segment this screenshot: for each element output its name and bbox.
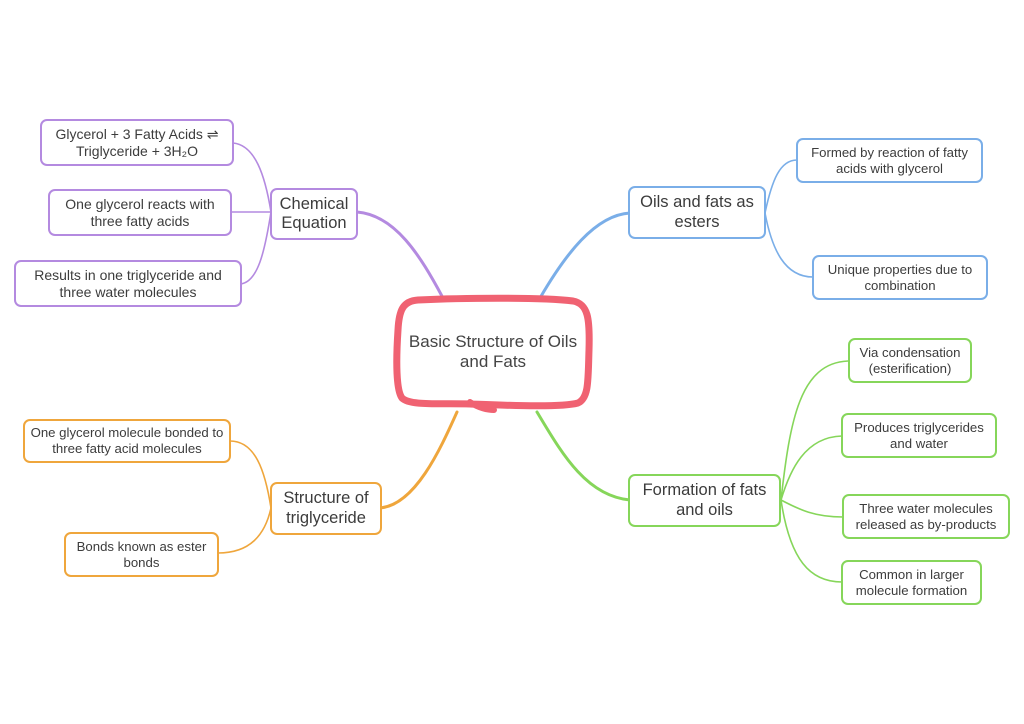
link-formation-leaf-2 — [780, 435, 843, 501]
link-chemical-leaf-1 — [232, 142, 272, 213]
center-hand-drawn-tail — [467, 399, 497, 413]
leaf-line2: (esterification) — [868, 360, 952, 376]
leaf-line2: molecule formation — [855, 582, 968, 598]
leaf-line1: Via condensation — [859, 344, 961, 360]
link-esters-leaf-1 — [764, 159, 798, 214]
branch-formation-of-fats-and-oils[interactable]: Formation of fats and oils — [628, 474, 781, 527]
leaf-line2: bonds — [123, 554, 160, 570]
leaf-line2: three fatty acid molecules — [52, 441, 202, 456]
leaf-line2: three fatty acids — [90, 212, 190, 229]
center-topic[interactable]: Basic Structure of Oils and Fats — [398, 303, 588, 401]
link-formation-leaf-3 — [780, 499, 844, 518]
branch-esters-line2: esters — [674, 212, 720, 231]
leaf-line2: Triglyceride + 3H₂O — [75, 142, 198, 159]
leaf-chemical-equation-glycerol-reacts[interactable]: One glycerol reacts with three fatty aci… — [48, 189, 232, 236]
link-center-structure — [378, 410, 459, 510]
link-center-esters — [538, 211, 632, 300]
link-center-formation — [535, 410, 632, 502]
leaf-structure-glycerol-bonded[interactable]: One glycerol molecule bonded to three fa… — [23, 419, 231, 463]
leaf-esters-unique-properties[interactable]: Unique properties due to combination — [812, 255, 988, 300]
link-center-chemical-equation — [355, 210, 445, 300]
branch-structure-line1: Structure of — [283, 489, 369, 508]
branch-chemical-equation[interactable]: Chemical Equation — [270, 188, 358, 240]
leaf-chemical-equation-formula[interactable]: Glycerol + 3 Fatty Acids ⇌ Triglyceride … — [40, 119, 234, 166]
leaf-line2: released as by-products — [855, 516, 997, 532]
leaf-line1: One glycerol molecule bonded to — [30, 425, 224, 441]
leaf-line1: Common in larger — [859, 566, 964, 582]
branch-oils-and-fats-as-esters[interactable]: Oils and fats as esters — [628, 186, 766, 239]
leaf-line1: Glycerol + 3 Fatty Acids ⇌ — [55, 125, 219, 142]
leaf-chemical-equation-results[interactable]: Results in one triglyceride and three wa… — [14, 260, 242, 307]
leaf-esters-formed-by-reaction[interactable]: Formed by reaction of fatty acids with g… — [796, 138, 983, 183]
leaf-formation-three-water-molecules[interactable]: Three water molecules released as by-pro… — [842, 494, 1010, 539]
branch-esters-line1: Oils and fats as — [640, 193, 754, 212]
leaf-formation-via-condensation[interactable]: Via condensation (esterification) — [848, 338, 972, 383]
link-formation-leaf-1 — [780, 360, 849, 501]
branch-chemical-equation-line1: Chemical — [279, 194, 349, 213]
link-chemical-leaf-3 — [239, 211, 272, 285]
leaf-line1: Formed by reaction of fatty — [811, 144, 968, 160]
leaf-line2: three water molecules — [59, 283, 197, 300]
branch-structure-line2: triglyceride — [286, 508, 366, 527]
center-title-line1: Basic Structure of Oils — [408, 331, 578, 351]
center-hand-drawn-outline — [393, 294, 593, 410]
leaf-structure-ester-bonds[interactable]: Bonds known as ester bonds — [64, 532, 219, 577]
leaf-line2: and water — [890, 435, 948, 451]
leaf-line1: Bonds known as ester — [76, 538, 207, 554]
leaf-line1: Produces triglycerides — [854, 419, 984, 435]
branch-structure-of-triglyceride[interactable]: Structure of triglyceride — [270, 482, 382, 535]
branch-formation-line1: Formation of fats — [642, 481, 767, 500]
link-formation-leaf-4 — [780, 499, 843, 583]
leaf-line2: combination — [864, 277, 936, 293]
leaf-line1: Results in one triglyceride and — [34, 266, 222, 283]
leaf-formation-common-in-larger[interactable]: Common in larger molecule formation — [841, 560, 982, 605]
link-structure-leaf-2 — [217, 507, 272, 554]
branch-formation-line2: and oils — [676, 500, 733, 519]
branch-chemical-equation-line2: Equation — [281, 214, 347, 232]
center-title-line2: and Fats — [459, 352, 527, 371]
leaf-line2: acids with glycerol — [835, 160, 943, 176]
leaf-line1: One glycerol reacts with — [65, 195, 215, 212]
link-esters-leaf-2 — [764, 212, 814, 278]
leaf-line1: Unique properties due to — [827, 261, 973, 277]
leaf-line1: Three water molecules — [859, 500, 993, 516]
center-topic-text: Basic Structure of Oils and Fats — [409, 332, 577, 373]
link-structure-leaf-1 — [229, 440, 272, 509]
leaf-formation-produces-triglycerides[interactable]: Produces triglycerides and water — [841, 413, 997, 458]
